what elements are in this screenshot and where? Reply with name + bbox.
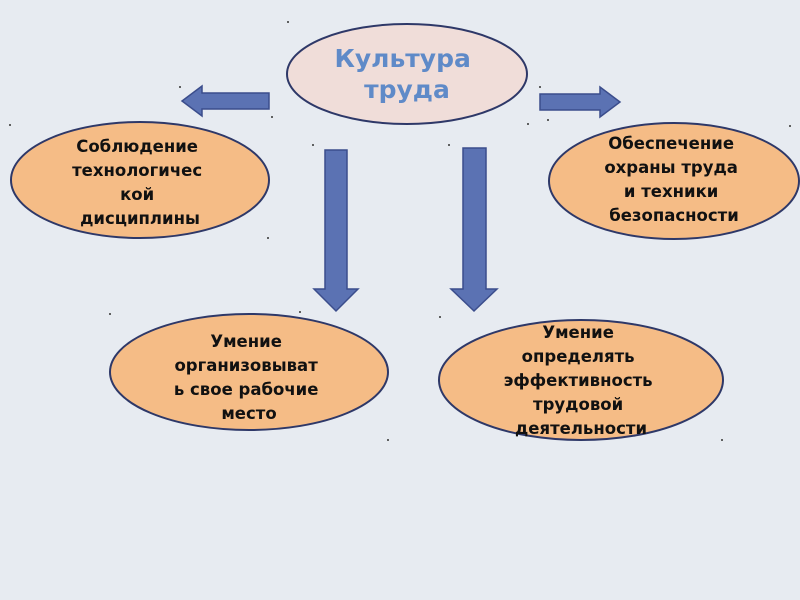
node-text-line: и техники: [624, 182, 718, 201]
node-safety: Обеспечение охраны труда и техники безоп…: [548, 122, 800, 240]
node-text-line: Соблюдение: [76, 137, 198, 156]
svg-text:Соблюдение технологичес: Соблюдение технологичес кой дисциплины: [72, 137, 208, 228]
node-text-line: Культура: [334, 44, 470, 73]
node-text-line: деятельности: [515, 419, 647, 438]
node-text-line: Обеспечение: [608, 134, 734, 153]
node-text-line: Умение: [542, 323, 614, 342]
svg-text:Обеспечение охраны труда: Обеспечение охраны труда и техники безоп…: [604, 134, 743, 225]
node-text-line: трудовой: [533, 395, 623, 414]
node-text-line: определять: [522, 347, 635, 366]
node-efficiency: Умение определять эффективность трудовой…: [438, 319, 724, 441]
node-text-line: безопасности: [609, 206, 739, 225]
center-node: Культура труда: [286, 23, 528, 125]
node-text-line: Умение: [210, 332, 282, 351]
node-discipline: Соблюдение технологичес кой дисциплины: [10, 121, 270, 239]
node-text-line: кой: [120, 185, 154, 204]
svg-text:Умение организовыват: Умение организовыват ь свое рабочие мест…: [174, 332, 324, 423]
node-text-line: труда: [364, 75, 450, 104]
node-text-line: организовыват: [174, 356, 318, 375]
node-text-line: место: [221, 404, 276, 423]
arrow-left: [180, 84, 270, 118]
node-text-line: эффективность: [504, 371, 653, 390]
arrow-right: [539, 85, 622, 119]
node-text-line: ь свое рабочие: [174, 380, 319, 399]
svg-text:Умение определять: Умение определять эффективность трудовой…: [504, 323, 659, 438]
arrow-down-left: [312, 149, 360, 313]
arrow-down-right: [449, 147, 499, 313]
node-text-line: технологичес: [72, 161, 202, 180]
decorative-dots: [9, 21, 791, 441]
node-workplace: Умение организовыват ь свое рабочие мест…: [109, 313, 389, 431]
node-text-line: дисциплины: [80, 209, 200, 228]
center-title: Культура труда: [334, 44, 479, 104]
node-text-line: охраны труда: [604, 158, 738, 177]
